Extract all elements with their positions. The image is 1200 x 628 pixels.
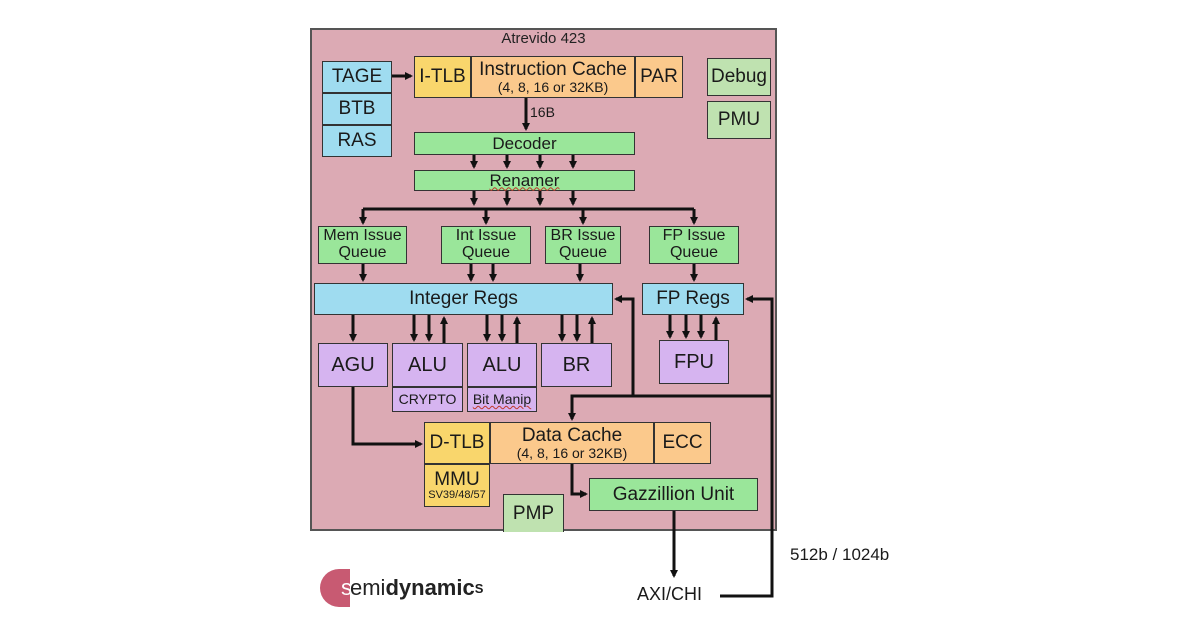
fp-issue-queue: FP Issue Queue xyxy=(649,226,739,264)
fpu-block: FPU xyxy=(659,340,729,384)
br-unit-block: BR xyxy=(541,343,612,387)
integer-regs-block: Integer Regs xyxy=(314,283,613,315)
fp-iq-line2: Queue xyxy=(669,244,719,261)
logo-light-text: emi xyxy=(350,575,386,600)
fp-regs-block: FP Regs xyxy=(642,283,744,315)
br-iq-line1: BR Issue xyxy=(550,227,616,245)
agu-label: AGU xyxy=(331,353,375,376)
crypto-label: CRYPTO xyxy=(398,391,457,408)
br-iq-line2: Queue xyxy=(558,244,608,261)
ras-block: RAS xyxy=(322,125,392,157)
pmu-label: PMU xyxy=(717,109,761,131)
btb-block: BTB xyxy=(322,93,392,125)
chip-title: Atrevido 423 xyxy=(501,30,586,47)
mmu-modes: SV39/48/57 xyxy=(428,488,486,501)
itlb-label: I-TLB xyxy=(419,66,466,88)
decoder-label: Decoder xyxy=(492,133,557,153)
gazzillion-unit-block: Gazzillion Unit xyxy=(589,478,758,511)
decoder-block: Decoder xyxy=(414,132,635,155)
mem-issue-queue: Mem Issue Queue xyxy=(318,226,407,264)
icache-block: Instruction Cache (4, 8, 16 or 32KB) xyxy=(471,56,635,98)
pmp-label: PMP xyxy=(512,502,555,524)
fp-regs-label: FP Regs xyxy=(656,288,730,310)
dtlb-label: D-TLB xyxy=(429,432,485,454)
fpu-label: FPU xyxy=(674,350,714,373)
integer-regs-label: Integer Regs xyxy=(409,288,518,310)
debug-label: Debug xyxy=(711,66,767,88)
mem-iq-line1: Mem Issue xyxy=(323,227,402,245)
dtlb-block: D-TLB xyxy=(424,422,490,464)
icache-label: Instruction Cache xyxy=(479,58,627,80)
axi-chi-label: AXI/CHI xyxy=(637,584,703,604)
mmu-label: MMU xyxy=(434,468,480,490)
bitmanip-label: Bit Manip xyxy=(472,391,532,408)
dcache-sizes: (4, 8, 16 or 32KB) xyxy=(516,444,628,461)
alu1-label: ALU xyxy=(408,353,447,376)
int-issue-queue: Int Issue Queue xyxy=(441,226,531,264)
int-iq-line1: Int Issue xyxy=(455,227,517,245)
bitmanip-block: Bit Manip xyxy=(467,387,537,412)
btb-label: BTB xyxy=(338,98,376,120)
icache-sizes: (4, 8, 16 or 32KB) xyxy=(497,78,609,95)
ecc-block: ECC xyxy=(654,422,711,464)
ras-label: RAS xyxy=(337,130,377,152)
tage-label: TAGE xyxy=(331,66,383,88)
alu-bitmanip-block: ALU xyxy=(467,343,537,387)
br-issue-queue: BR Issue Queue xyxy=(545,226,621,264)
par-block: PAR xyxy=(635,56,683,98)
agu-block: AGU xyxy=(318,343,388,387)
ecc-label: ECC xyxy=(662,432,703,454)
gazzillion-label: Gazzillion Unit xyxy=(612,483,735,505)
br-unit-label: BR xyxy=(562,353,591,376)
mem-iq-line2: Queue xyxy=(338,244,387,261)
par-label: PAR xyxy=(640,66,678,88)
renamer-label: Renamer xyxy=(489,170,560,190)
itlb-block: I-TLB xyxy=(414,56,471,98)
crypto-block: CRYPTO xyxy=(392,387,463,412)
mmu-block: MMU SV39/48/57 xyxy=(424,464,490,507)
pmu-block: PMU xyxy=(707,101,771,139)
logo-initial: s xyxy=(341,575,352,600)
pmp-block: PMP xyxy=(503,494,564,532)
renamer-block: Renamer xyxy=(414,170,635,191)
logo-superscript: S xyxy=(474,580,484,596)
tage-block: TAGE xyxy=(322,61,392,93)
bus-width-label: 512b / 1024b xyxy=(790,545,890,564)
logo-bold-text: dynamic xyxy=(385,575,475,600)
logo-mark-icon: s xyxy=(320,569,352,607)
int-iq-line2: Queue xyxy=(461,244,511,261)
alu-crypto-block: ALU xyxy=(392,343,463,387)
alu2-label: ALU xyxy=(482,353,522,376)
fetch-width-label: 16B xyxy=(530,104,555,120)
dcache-label: Data Cache xyxy=(521,424,623,446)
fp-iq-line1: FP Issue xyxy=(662,227,726,245)
dcache-block: Data Cache (4, 8, 16 or 32KB) xyxy=(490,422,654,464)
debug-block: Debug xyxy=(707,58,771,96)
